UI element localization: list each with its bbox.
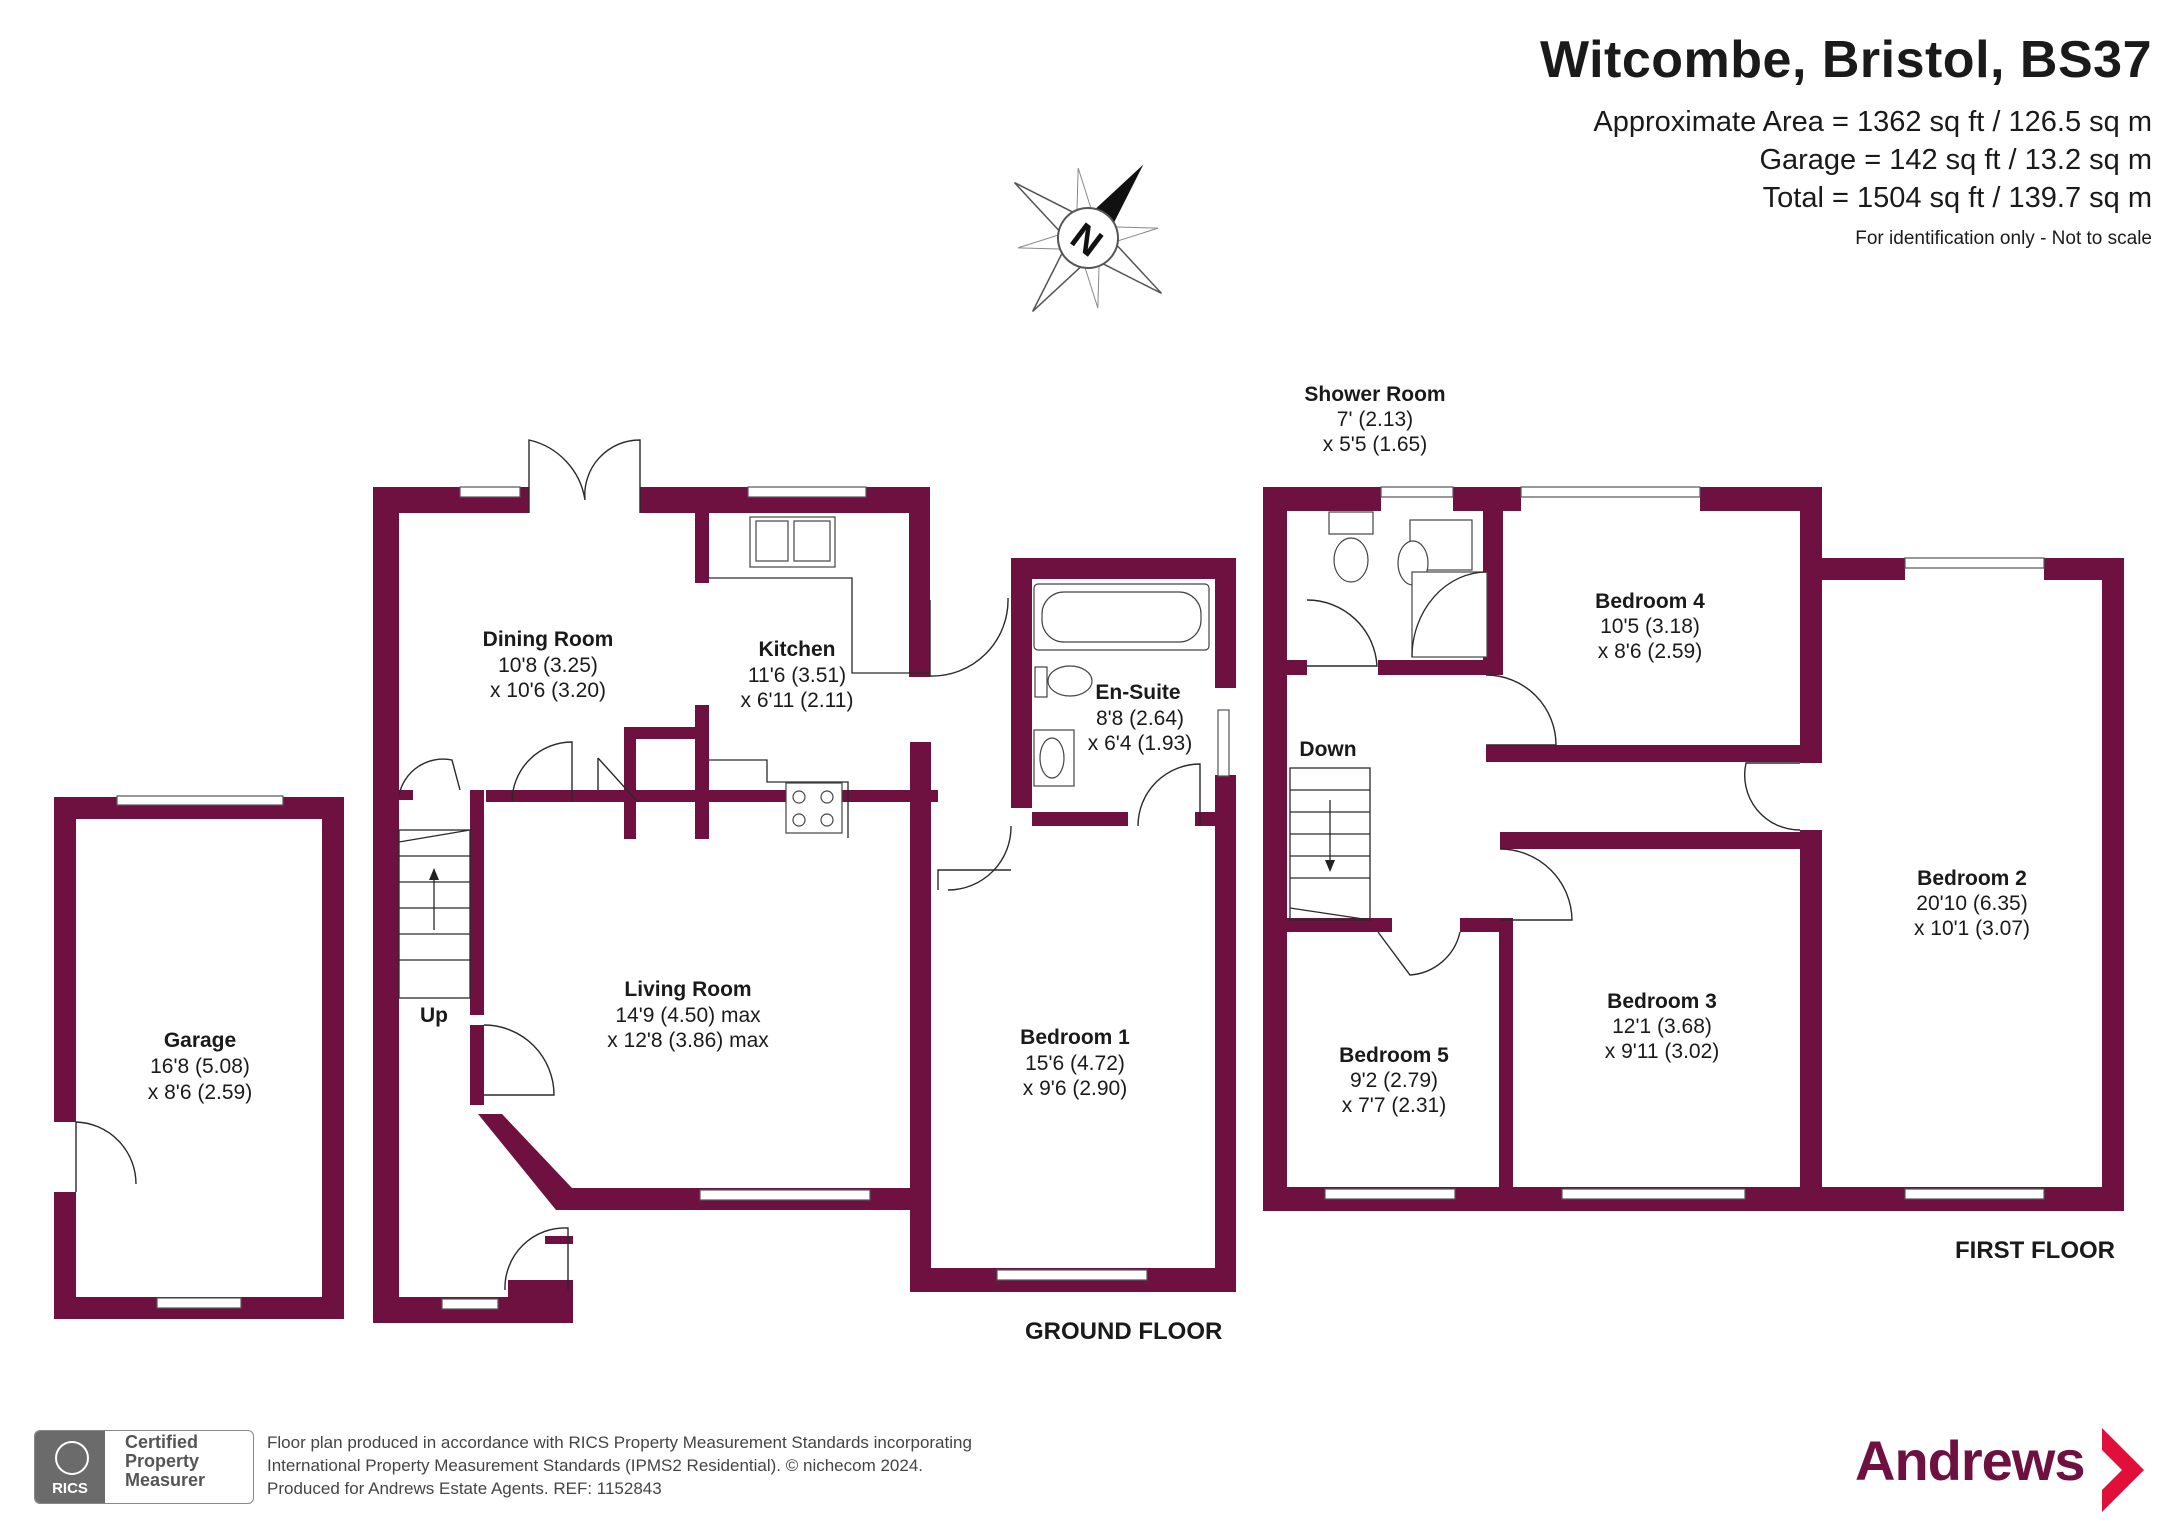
hall-dining-door [398, 758, 461, 796]
hall-living-door [483, 1024, 555, 1096]
bedroom2-dim1: 20'10 (6.35) [1916, 892, 2027, 915]
kitchen-window [747, 486, 867, 498]
ground-floor-walls [373, 487, 938, 1323]
shower-window [1380, 486, 1454, 498]
ensuite-dim2: x 6'4 (1.93) [1088, 732, 1192, 755]
shower-door [1306, 599, 1378, 667]
living-name: Living Room [624, 978, 751, 1001]
bedroom3-window [1561, 1188, 1746, 1200]
rics-certification-badge: RICS Certified Property Measurer [34, 1430, 254, 1504]
garage-dim2: x 8'6 (2.59) [148, 1081, 252, 1104]
bedroom2-name: Bedroom 2 [1917, 867, 2027, 890]
garage-area: Garage = 142 sq ft / 13.2 sq m [1759, 144, 2152, 176]
bedroom4-dim2: x 8'6 (2.59) [1598, 640, 1702, 663]
dining-name: Dining Room [483, 628, 614, 651]
compass-icon [1013, 164, 1163, 313]
bedroom4-dim1: 10'5 (3.18) [1600, 615, 1700, 638]
kitchen-dim2: x 6'11 (2.11) [741, 689, 854, 712]
bedroom3-dim2: x 9'11 (3.02) [1605, 1040, 1720, 1063]
shower-dim1: 7' (2.13) [1337, 408, 1413, 431]
first-stairs-label: Down [1299, 738, 1356, 761]
footer-line-2: International Property Measurement Stand… [267, 1456, 924, 1475]
bedroom1-name: Bedroom 1 [1020, 1026, 1130, 1049]
bedroom1-dim1: 15'6 (4.72) [1025, 1052, 1125, 1075]
garage-name: Garage [164, 1029, 236, 1052]
kitchen-back-door [929, 597, 1009, 677]
total-area: Total = 1504 sq ft / 139.7 sq m [1762, 182, 2152, 214]
shower-dim2: x 5'5 (1.65) [1323, 433, 1427, 456]
bedroom5-dim1: 9'2 (2.79) [1350, 1069, 1438, 1092]
bedroom2-window-top [1904, 557, 2045, 569]
bedroom5-door [1377, 931, 1461, 976]
scale-note: For identification only - Not to scale [1855, 228, 2152, 249]
ensuite-door [1137, 763, 1201, 827]
bedroom3-dim1: 12'1 (3.68) [1612, 1015, 1712, 1038]
kitchen-dim1: 11'6 (3.51) [748, 664, 846, 687]
cupboard-door [597, 757, 637, 801]
footer-line-1: Floor plan produced in accordance with R… [267, 1433, 972, 1452]
garage-door-window [116, 795, 284, 806]
living-dim1: 14'9 (4.50) max [615, 1004, 761, 1027]
bedroom3-door [1499, 848, 1573, 921]
dining-dim1: 10'8 (3.25) [498, 654, 598, 677]
brand-logo: Andrews [1855, 1429, 2085, 1492]
ground-stairs [398, 829, 471, 999]
living-dim2: x 12'8 (3.86) max [607, 1029, 769, 1052]
rics-logo: RICS [35, 1431, 105, 1503]
dining-living-door [511, 741, 573, 803]
living-window [699, 1189, 871, 1201]
dining-dim2: x 10'6 (3.20) [490, 679, 606, 702]
bedroom4-door [1485, 674, 1557, 746]
garage-rear-window [156, 1297, 242, 1309]
hall-window [441, 1298, 499, 1310]
footer-line-3: Produced for Andrews Estate Agents. REF:… [267, 1479, 662, 1498]
bedroom5-window [1324, 1188, 1456, 1200]
garage-dim1: 16'8 (5.08) [150, 1055, 250, 1078]
bedroom4-window [1520, 486, 1701, 498]
rics-emblem-icon [55, 1441, 89, 1475]
bedroom1-door [937, 825, 1012, 891]
rics-cert-text: Certified Property Measurer [125, 1432, 206, 1490]
shower-name: Shower Room [1304, 383, 1445, 406]
rics-badge-text: RICS [52, 1480, 88, 1497]
front-door [504, 1227, 569, 1291]
brand-arrow-icon [2102, 1428, 2144, 1512]
bedroom1-dim2: x 9'6 (2.90) [1023, 1077, 1127, 1100]
bedroom1-window [996, 1269, 1148, 1281]
bedroom2-dim2: x 10'1 (3.07) [1914, 917, 2030, 940]
kitchen-fittings [709, 516, 930, 838]
bedroom5-dim2: x 7'7 (2.31) [1342, 1094, 1446, 1117]
ensuite-dim1: 8'8 (2.64) [1096, 707, 1184, 730]
ground-stairs-label: Up [420, 1004, 448, 1027]
bedroom4-name: Bedroom 4 [1595, 590, 1705, 613]
approximate-area: Approximate Area = 1362 sq ft / 126.5 sq… [1593, 106, 2152, 138]
first-stairs [1289, 767, 1371, 921]
bedroom2-window-bottom [1904, 1188, 2045, 1200]
shower-fittings [1328, 511, 1488, 658]
garage-side-door [75, 1121, 137, 1192]
dining-window [459, 486, 521, 498]
ensuite-fittings [1033, 583, 1210, 787]
property-title: Witcombe, Bristol, BS37 [1539, 31, 2152, 89]
first-floor-label: FIRST FLOOR [1955, 1237, 2115, 1264]
ground-floor-label: GROUND FLOOR [1025, 1318, 1222, 1345]
french-doors [528, 439, 641, 513]
kitchen-name: Kitchen [758, 638, 835, 661]
bedroom3-name: Bedroom 3 [1607, 990, 1717, 1013]
ensuite-window [1217, 709, 1230, 777]
bedroom5-name: Bedroom 5 [1339, 1044, 1449, 1067]
ensuite-name: En-Suite [1095, 681, 1180, 704]
bedroom2-door [1743, 762, 1801, 831]
